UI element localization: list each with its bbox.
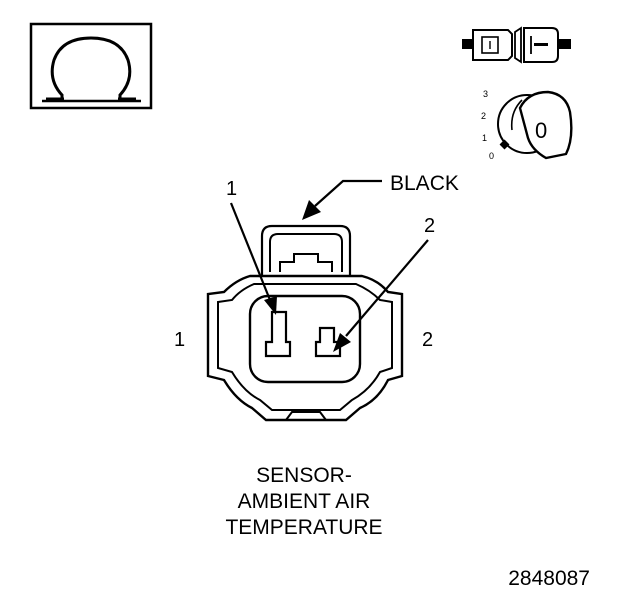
terminal-2-callout: 2	[333, 215, 435, 352]
caption-line-2: AMBIENT AIR	[238, 490, 371, 513]
ignition-position-1: 1	[482, 133, 487, 143]
terminal-1-callout: 1	[226, 178, 277, 315]
ignition-position-3: 3	[483, 89, 488, 99]
ignition-switch-icon: 3 2 1 0 0	[481, 89, 573, 161]
connector-face	[206, 224, 404, 422]
caption-line-3: TEMPERATURE	[225, 516, 382, 539]
ignition-position-2: 2	[481, 111, 486, 121]
ohmmeter-icon	[29, 22, 153, 110]
terminal-1-label: 1	[226, 178, 237, 200]
ignition-position-0: 0	[489, 151, 494, 161]
component-caption: SENSOR- AMBIENT AIR TEMPERATURE	[225, 464, 382, 539]
caption-line-1: SENSOR-	[256, 464, 352, 487]
ignition-key-label: 0	[535, 118, 547, 143]
figure-number: 2848087	[508, 567, 590, 590]
side-label-left: 1	[174, 329, 185, 351]
connector-color-label: BLACK	[390, 172, 459, 195]
terminal-2-label: 2	[424, 215, 435, 237]
connector-disconnect-icon	[462, 26, 571, 64]
side-label-right: 2	[422, 329, 433, 351]
color-callout: BLACK	[302, 172, 459, 220]
